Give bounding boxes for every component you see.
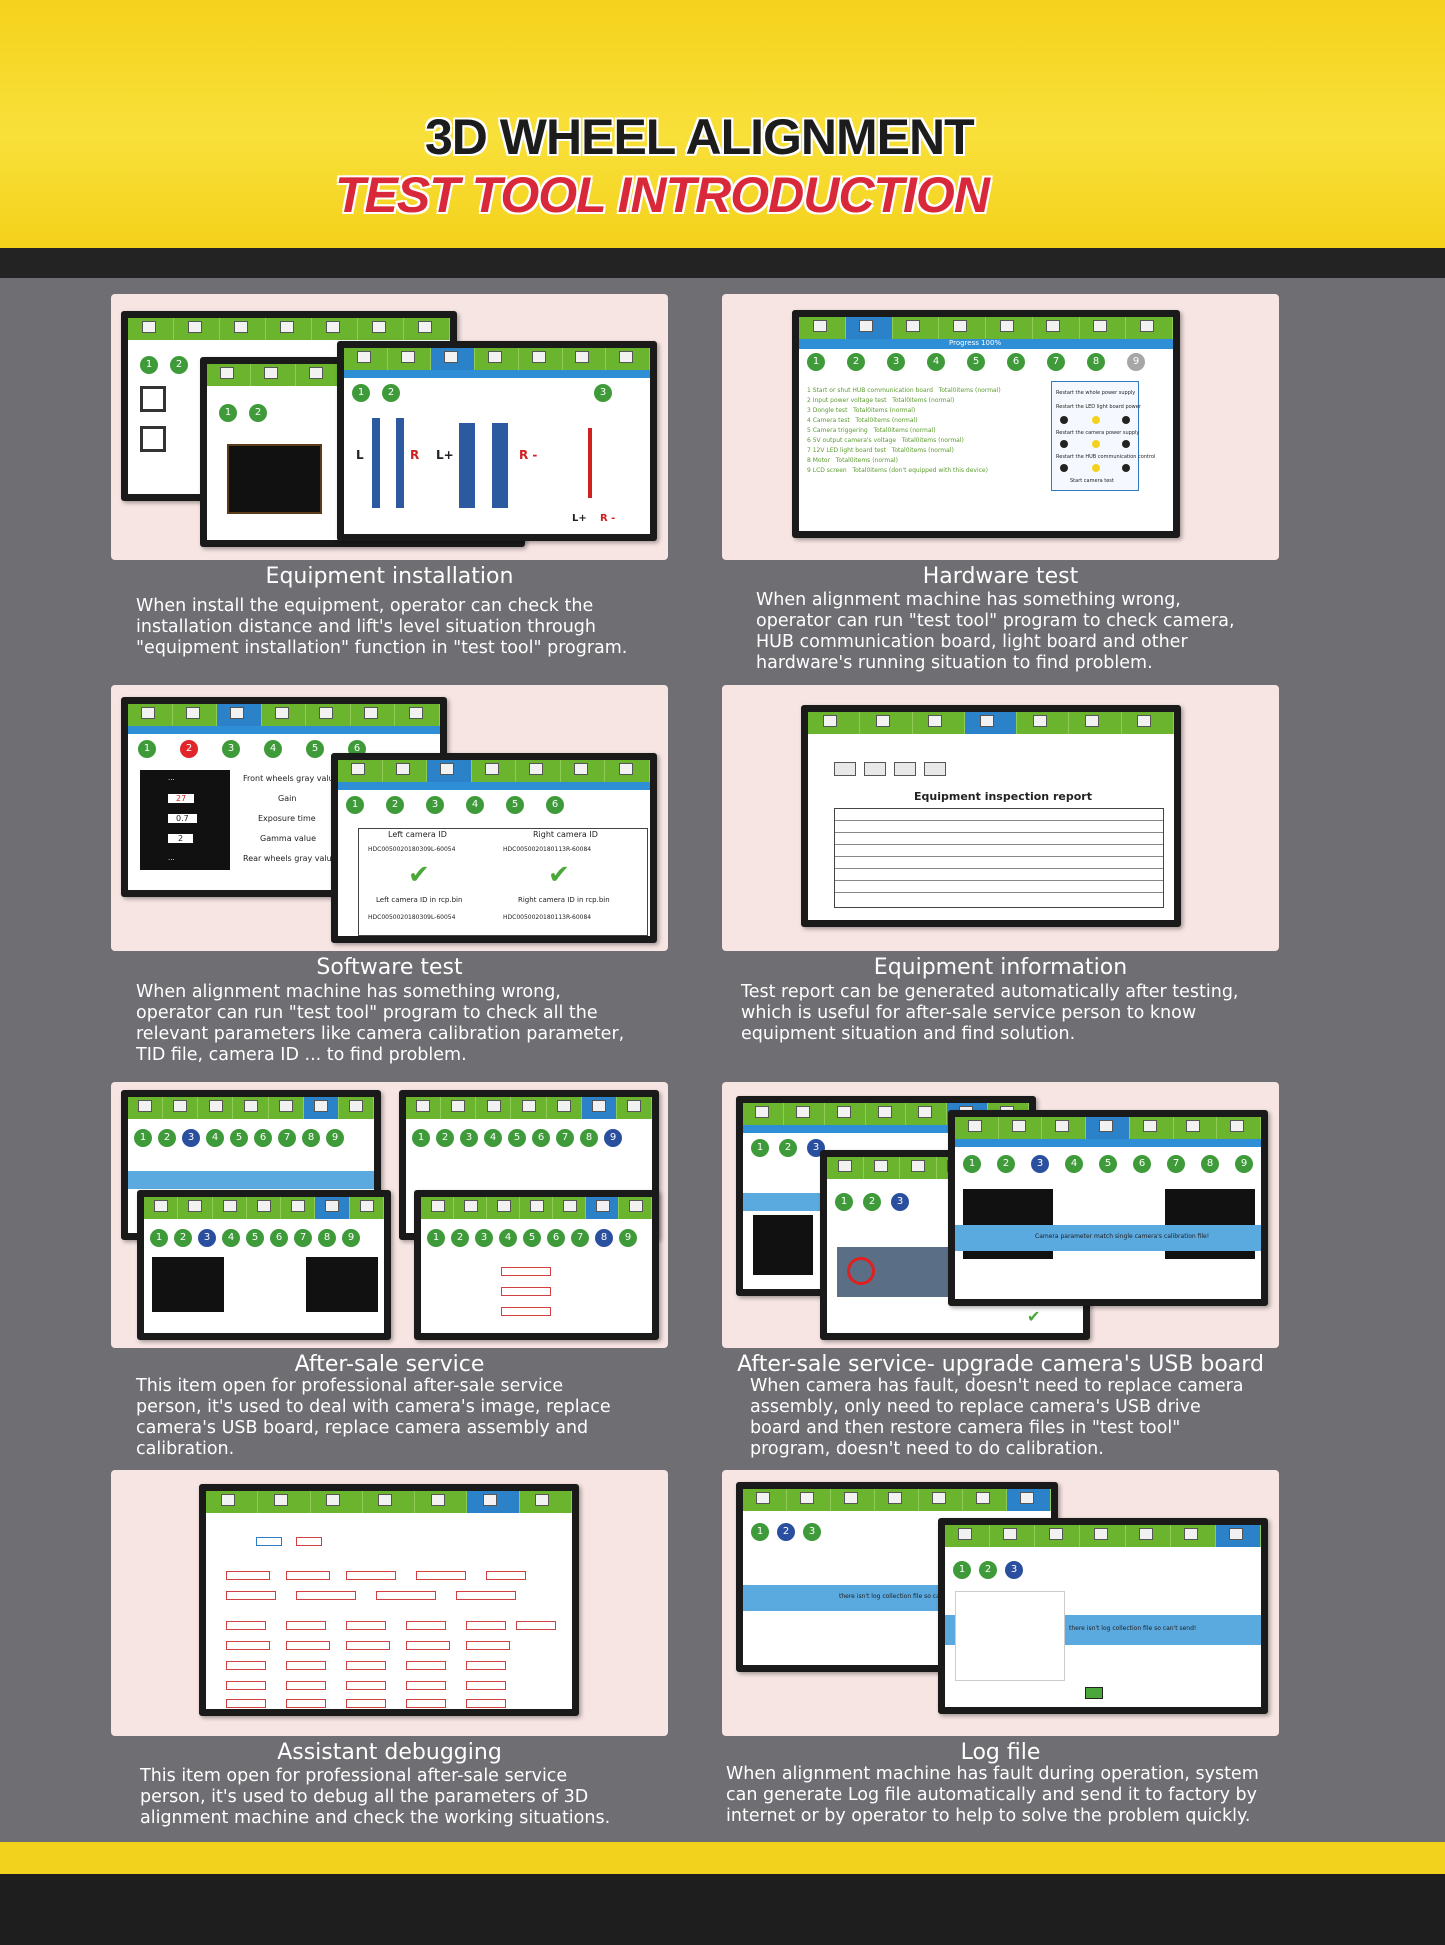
sw-label-gain: Gain — [278, 794, 297, 803]
sw-value-front: ... — [168, 774, 175, 782]
panel-equipment-installation: 1 2 1 2 1 2 3 L R L+ R - L+ R - — [111, 294, 668, 560]
left-rcp-label: Left camera ID in rcp.bin — [376, 896, 463, 904]
report-table — [834, 808, 1164, 908]
camera-id-table — [358, 828, 648, 936]
desc-after-sale-service: This item open for professional after-sa… — [136, 1376, 611, 1459]
sw-value-exposure[interactable]: 0.7 — [168, 814, 197, 823]
sw-label-gamma: Gamma value — [260, 834, 316, 843]
desc-software-test: When alignment machine has something wro… — [136, 982, 625, 1065]
title-line-1: 3D WHEEL ALIGNMENT — [425, 109, 975, 165]
desc-equipment-information: Test report can be generated automatical… — [741, 982, 1239, 1044]
right-camera-id-label: Right camera ID — [533, 830, 598, 839]
report-title: Equipment inspection report — [914, 790, 1092, 803]
hw-btn-restart-led[interactable]: Restart the LED light board power — [1056, 404, 1141, 410]
left-check-icon: ✔ — [408, 860, 430, 890]
right-check-icon: ✔ — [548, 860, 570, 890]
right-rcp-value: HDC0050020180113R-60084 — [503, 914, 592, 921]
log-banner-text-front: there isn't log collection file so can't… — [1069, 1625, 1197, 1632]
hw-progress-label: Progress 100% — [949, 339, 1002, 347]
usb-banner-text: Camera parameter match single camera's c… — [1035, 1233, 1210, 1240]
left-id-value: HDC0050020180309L-60054 — [368, 846, 456, 853]
panel-hardware-test: Progress 100% 1 2 3 4 5 6 7 8 9 1 Start … — [722, 294, 1279, 560]
screenshot-assistant-debugging — [199, 1484, 579, 1716]
hw-btn-start-camera-test[interactable]: Start camera test — [1070, 478, 1114, 484]
sw-value-gamma[interactable]: 2 — [168, 834, 194, 843]
left-camera-id-label: Left camera ID — [388, 830, 447, 839]
title-line-2: TEST TOOL INTRODUCTION — [335, 167, 990, 223]
caption-log-file: Log file — [960, 1740, 1041, 1765]
caption-after-sale-service: After-sale service — [294, 1352, 485, 1377]
label-Lplus: L+ — [436, 448, 454, 462]
panel-assistant-debugging — [111, 1470, 668, 1736]
screenshot-hardware-test: Progress 100% 1 2 3 4 5 6 7 8 9 1 Start … — [792, 310, 1180, 538]
caption-usb-board-upgrade: After-sale service- upgrade camera's USB… — [737, 1352, 1264, 1377]
log-banner-text-back: there isn't log collection file so can't… — [839, 1593, 967, 1600]
desc-assistant-debugging: This item open for professional after-sa… — [140, 1766, 611, 1828]
hw-btn-restart-power[interactable]: Restart the whole power supply — [1056, 390, 1136, 396]
footer-yellow-band — [0, 1842, 1445, 1874]
panel-software-test: 1 2 3 4 5 6 ... 27 0.7 2 ... Front wheel… — [111, 685, 668, 951]
sw-value-gain[interactable]: 27 — [168, 794, 195, 803]
desc-usb-board-upgrade: When camera has fault, doesn't need to r… — [750, 1376, 1244, 1459]
sw-label-exposure: Exposure time — [258, 814, 316, 823]
screenshot-install-front: 1 2 3 L R L+ R - L+ R - — [337, 341, 657, 541]
caption-hardware-test: Hardware test — [922, 564, 1079, 589]
footer-dark-band — [0, 1874, 1445, 1945]
caption-software-test: Software test — [316, 955, 463, 980]
log-send-button[interactable] — [1085, 1687, 1103, 1699]
sw-value-rear: ... — [168, 854, 175, 862]
desc-hardware-test: When alignment machine has something wro… — [756, 590, 1235, 673]
label-Lplus-2: L+ — [572, 513, 587, 524]
panel-equipment-information: Equipment inspection report — [722, 685, 1279, 951]
caption-assistant-debugging: Assistant debugging — [277, 1740, 502, 1765]
usb-check-icon: ✔ — [1027, 1307, 1041, 1326]
header-dark-band — [0, 248, 1445, 278]
sw-label-rear: Rear wheels gray value — [243, 854, 337, 863]
desc-equipment-installation: When install the equipment, operator can… — [136, 596, 628, 658]
hw-restart-box: Restart the whole power supply Restart t… — [1051, 381, 1155, 491]
hw-btn-restart-camera[interactable]: Restart the camera power supply — [1056, 430, 1140, 436]
screenshot-equipment-info: Equipment inspection report — [801, 705, 1181, 927]
left-rcp-value: HDC0050020180309L-60054 — [368, 914, 456, 921]
label-Rminus: R - — [519, 448, 538, 462]
hw-btn-restart-hub[interactable]: Restart the HUB communication control — [1056, 454, 1156, 460]
sw-label-front: Front wheels gray value — [243, 774, 339, 783]
desc-log-file: When alignment machine has fault during … — [726, 1764, 1259, 1826]
screenshot-software-front: 1 2 3 4 5 6 Left camera ID Right camera … — [331, 753, 657, 943]
caption-equipment-installation: Equipment installation — [265, 564, 514, 589]
right-rcp-label: Right camera ID in rcp.bin — [518, 896, 610, 904]
caption-equipment-information: Equipment information — [873, 955, 1128, 980]
label-L: L — [356, 448, 364, 462]
header-banner: 3D WHEEL ALIGNMENT TEST TOOL INTRODUCTIO… — [0, 0, 1445, 248]
label-R: R — [410, 448, 420, 462]
label-Rminus-2: R - — [600, 513, 616, 524]
right-id-value: HDC0050020180113R-60084 — [503, 846, 592, 853]
